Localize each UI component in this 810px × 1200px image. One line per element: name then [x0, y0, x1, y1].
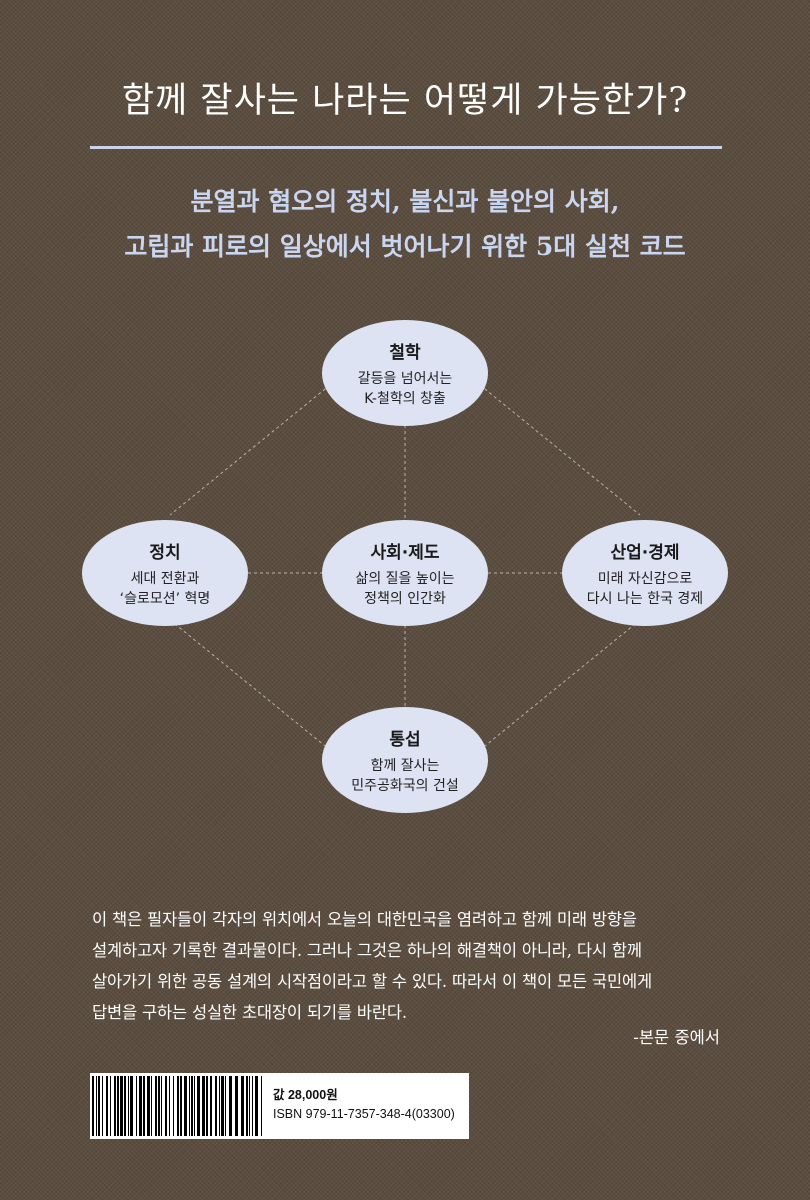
- node-society-title: 사회·제도: [370, 542, 440, 563]
- excerpt-line: 설계하고자 기록한 결과물이다. 그러나 그것은 하나의 해결책이 아니라, 다…: [92, 941, 642, 960]
- node-politics-title: 정치: [149, 542, 181, 563]
- subtitle-line-1: 분열과 혐오의 정치, 불신과 불안의 사회,: [190, 187, 620, 216]
- node-society-line-2: 정책의 인간화: [364, 590, 446, 607]
- barcode-panel: 값 28,000원 ISBN 979-11-7357-348-4(03300): [90, 1073, 469, 1139]
- node-economy: 산업·경제 미래 자신감으로 다시 나는 한국 경제: [562, 520, 728, 626]
- node-integration-title: 통섭: [389, 729, 421, 750]
- node-economy-line-1: 미래 자신감으로: [597, 570, 693, 587]
- book-title: 함께 잘사는 나라는 어떻게 가능한가?: [121, 81, 689, 121]
- excerpt-line: 살아가기 위한 공동 설계의 시작점이라고 할 수 있다. 따라서 이 책이 모…: [92, 972, 652, 991]
- node-philosophy-line-1: 갈등을 넘어서는: [357, 370, 453, 387]
- connector-philosophy-politics: [169, 384, 331, 516]
- title-divider: [90, 146, 722, 149]
- subtitle-line-2: 고립과 피로의 일상에서 벗어나기 위한 5대 실천 코드: [124, 232, 686, 261]
- node-integration-line-1: 함께 잘사는: [370, 757, 440, 774]
- node-politics: 정치 세대 전환과 ‘슬로모션’ 혁명: [82, 520, 248, 626]
- node-integration-line-2: 민주공화국의 건설: [351, 777, 459, 794]
- node-society: 사회·제도 삶의 질을 높이는 정책의 인간화: [322, 520, 488, 626]
- excerpt-line: 이 책은 필자들이 각자의 위치에서 오늘의 대한민국을 염려하고 함께 미래 …: [92, 910, 637, 929]
- connector-politics-integration: [169, 619, 331, 751]
- node-integration: 통섭 함께 잘사는 민주공화국의 건설: [322, 707, 488, 813]
- excerpt-source: -본문 중에서: [633, 1028, 720, 1047]
- connector-philosophy-economy: [479, 384, 641, 516]
- node-economy-title: 산업·경제: [610, 542, 680, 563]
- barcode-image: [92, 1076, 266, 1136]
- node-politics-line-1: 세대 전환과: [130, 570, 200, 587]
- isbn-label: ISBN 979-11-7357-348-4(03300): [273, 1107, 455, 1121]
- node-politics-line-2: ‘슬로모션’ 혁명: [119, 590, 211, 607]
- excerpt-line: 답변을 구하는 성실한 초대장이 되기를 바란다.: [92, 1003, 407, 1022]
- node-economy-line-2: 다시 나는 한국 경제: [586, 590, 704, 607]
- node-society-line-1: 삶의 질을 높이는: [355, 570, 455, 587]
- excerpt-paragraph: 이 책은 필자들이 각자의 위치에서 오늘의 대한민국을 염려하고 함께 미래 …: [92, 904, 732, 1028]
- price-label: 값 28,000원: [273, 1088, 338, 1102]
- node-philosophy-line-2: K-철학의 창출: [364, 390, 446, 407]
- node-philosophy-title: 철학: [389, 342, 421, 363]
- node-philosophy: 철학 갈등을 넘어서는 K-철학의 창출: [322, 320, 488, 426]
- connector-economy-integration: [479, 619, 641, 751]
